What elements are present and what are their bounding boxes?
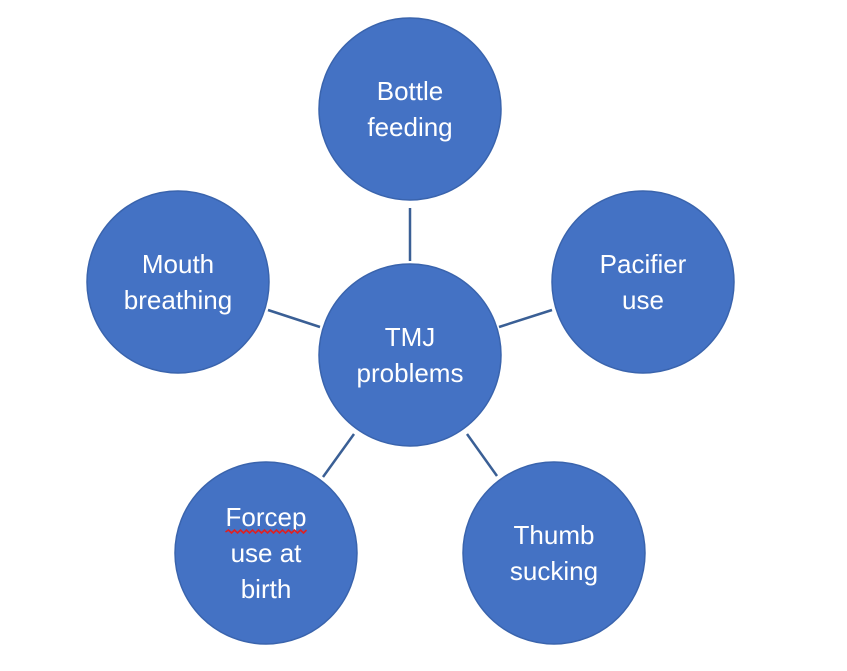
connector-line-mouth-breathing [267,308,321,329]
center-node-tmj-problems-label-line-2: problems [357,358,464,388]
node-bottle-feeding-circle [318,17,502,201]
node-forcep-use-at-birth-label-line-3: birth [241,574,292,604]
connector-line-forcep-use-at-birth [321,433,356,478]
node-thumb-sucking: Thumb sucking [462,461,646,645]
node-bottle-feeding-label-line-1: Bottle [377,76,444,106]
node-forcep-use-at-birth-label-line-2: use at [231,538,303,568]
center-node-tmj-problems-label-line-1: TMJ [385,322,436,352]
node-forcep-use-at-birth-label-line-1: Forcep [226,502,307,532]
node-pacifier-use: Pacifier use [551,190,735,374]
node-pacifier-use-circle [551,190,735,374]
node-thumb-sucking-label-line-1: Thumb [514,520,595,550]
center-node-tmj-problems: TMJ problems [318,263,502,447]
node-mouth-breathing-label-line-1: Mouth [142,249,214,279]
node-mouth-breathing: Mouth breathing [86,190,270,374]
node-mouth-breathing-circle [86,190,270,374]
node-bottle-feeding-label-line-2: feeding [367,112,452,142]
node-thumb-sucking-circle [462,461,646,645]
node-pacifier-use-label-line-1: Pacifier [600,249,687,279]
node-forcep-use-at-birth: Forcep use at birth [174,461,358,645]
connector-line-pacifier-use [498,308,553,329]
connectors [267,208,553,478]
node-pacifier-use-label-line-2: use [622,285,664,315]
spellcheck-underline [225,528,308,535]
center-node-tmj-problems-circle [318,263,502,447]
node-thumb-sucking-label-line-2: sucking [510,556,598,586]
node-forcep-use-at-birth-circle [174,461,358,645]
connector-line-thumb-sucking [465,433,499,477]
node-mouth-breathing-label-line-2: breathing [124,285,232,315]
node-bottle-feeding: Bottle feeding [318,17,502,201]
